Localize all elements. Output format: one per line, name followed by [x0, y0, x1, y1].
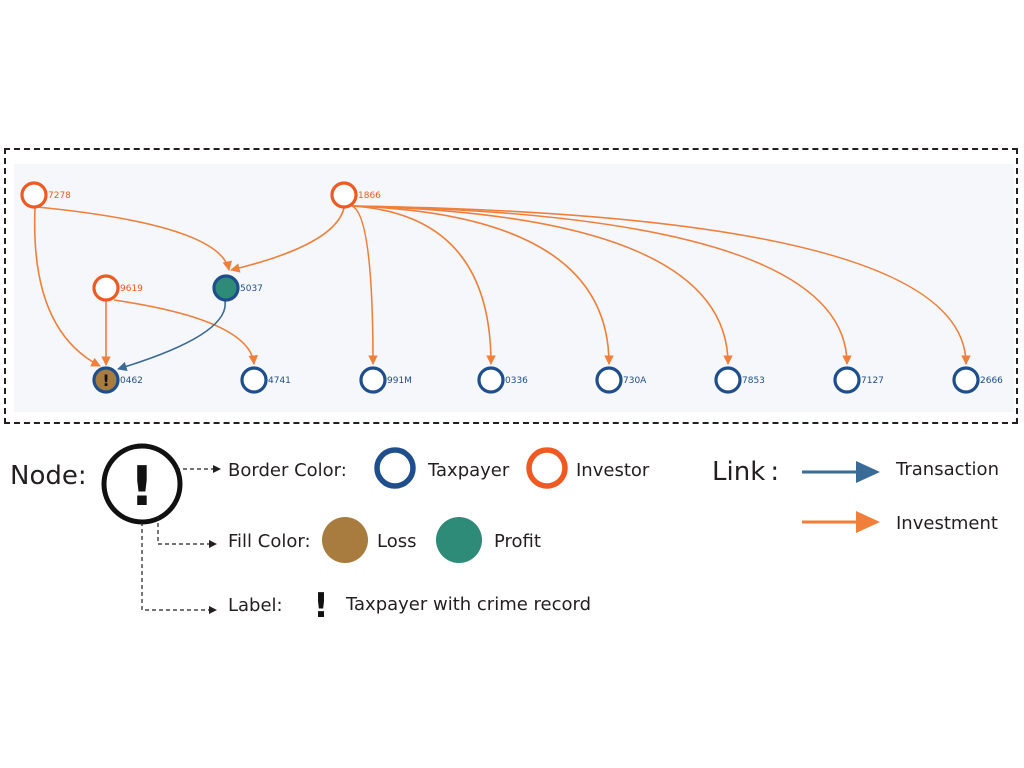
legend-loss-label: Loss [377, 531, 416, 552]
crime-record-icon: ! [102, 371, 109, 390]
node-0462[interactable]: ! 0462 [92, 366, 143, 394]
node-4741[interactable]: 4741 [240, 366, 291, 394]
node-2666[interactable]: 2666 [952, 366, 1003, 394]
legend-node-title: Node: [10, 461, 87, 491]
node-circle-1866[interactable] [330, 181, 358, 209]
node-circle-9619[interactable] [92, 274, 120, 302]
legend-border-color-label: Border Color: [228, 460, 347, 481]
graph-panel [14, 164, 1014, 412]
node-label-991M: 991M [387, 376, 412, 386]
legend-crime-label: Taxpayer with crime record [345, 594, 591, 615]
node-circle-730A[interactable] [595, 366, 623, 394]
legend-transaction-arrow-icon [856, 461, 880, 483]
node-circle-2666[interactable] [952, 366, 980, 394]
legend-investor-label: Investor [576, 460, 650, 481]
node-7853[interactable]: 7853 [714, 366, 765, 394]
legend: Node: ! Border Color: Taxpayer Investor … [10, 443, 999, 626]
node-circle-0336[interactable] [477, 366, 505, 394]
node-label-9619: 9619 [120, 284, 143, 294]
node-label-7278: 7278 [48, 191, 71, 201]
legend-investment-arrow-icon [856, 511, 880, 533]
investment-link-1866-5037 [230, 207, 345, 273]
investment-link-1866-0336 [351, 205, 496, 365]
node-5037[interactable]: 5037 [212, 274, 263, 302]
legend-fill-color-label: Fill Color: [228, 531, 311, 552]
node-1866[interactable]: 1866 [330, 181, 381, 209]
investment-link-1866-2666 [351, 205, 971, 365]
investment-link-7278-5037 [36, 206, 232, 271]
investment-link-1866-991M [351, 205, 378, 365]
legend-investor-ring-icon [526, 447, 568, 489]
legend-crime-symbol-icon: ! [313, 586, 329, 626]
node-circle-7853[interactable] [714, 366, 742, 394]
investment-link-7278-0462 [33, 207, 101, 367]
node-991M[interactable]: 991M [359, 366, 412, 394]
legend-taxpayer-label: Taxpayer [427, 460, 510, 481]
node-circle-4741[interactable] [240, 366, 268, 394]
node-label-4741: 4741 [268, 376, 291, 386]
legend-profit-fill-icon [436, 517, 482, 563]
nodes-layer: 7278 1866 9619 5037! 0462 4741 991M 0336 730A 785… [20, 181, 1003, 394]
legend-transaction-label: Transaction [895, 459, 999, 480]
node-label-7853: 7853 [742, 376, 765, 386]
legend-investment-label: Investment [896, 513, 998, 534]
node-730A[interactable]: 730A [595, 366, 647, 394]
node-7127[interactable]: 7127 [833, 366, 884, 394]
legend-connectors [141, 468, 214, 611]
node-circle-991M[interactable] [359, 366, 387, 394]
node-label-0336: 0336 [505, 376, 528, 386]
node-label-5037: 5037 [240, 284, 263, 294]
node-7278[interactable]: 7278 [20, 181, 71, 209]
investment-link-9619-4741 [113, 299, 258, 365]
node-circle-5037[interactable] [212, 274, 240, 302]
node-circle-7127[interactable] [833, 366, 861, 394]
node-0336[interactable]: 0336 [477, 366, 528, 394]
transaction-link-5037-0462 [117, 300, 226, 372]
investment-link-1866-730A [351, 205, 614, 365]
legend-profit-label: Profit [494, 531, 541, 552]
node-circle-7278[interactable] [20, 181, 48, 209]
node-label-7127: 7127 [861, 376, 884, 386]
node-label-0462: 0462 [120, 376, 143, 386]
legend-label-label: Label: [228, 595, 283, 616]
legend-connector-arrows [209, 465, 221, 614]
node-label-730A: 730A [623, 376, 647, 386]
legend-sample-symbol: ! [130, 455, 155, 518]
node-circle-0462[interactable] [92, 366, 120, 394]
node-label-1866: 1866 [358, 191, 381, 201]
graph-frame [4, 148, 1018, 424]
investment-link-1866-7127 [351, 205, 852, 365]
edges-layer [33, 205, 971, 372]
legend-loss-fill-icon [322, 517, 368, 563]
legend-taxpayer-ring-icon [374, 447, 416, 489]
legend-link-title: Link : [712, 457, 779, 487]
node-9619[interactable]: 9619 [92, 274, 143, 302]
investment-link-1866-7853 [351, 205, 733, 365]
node-label-2666: 2666 [980, 376, 1003, 386]
